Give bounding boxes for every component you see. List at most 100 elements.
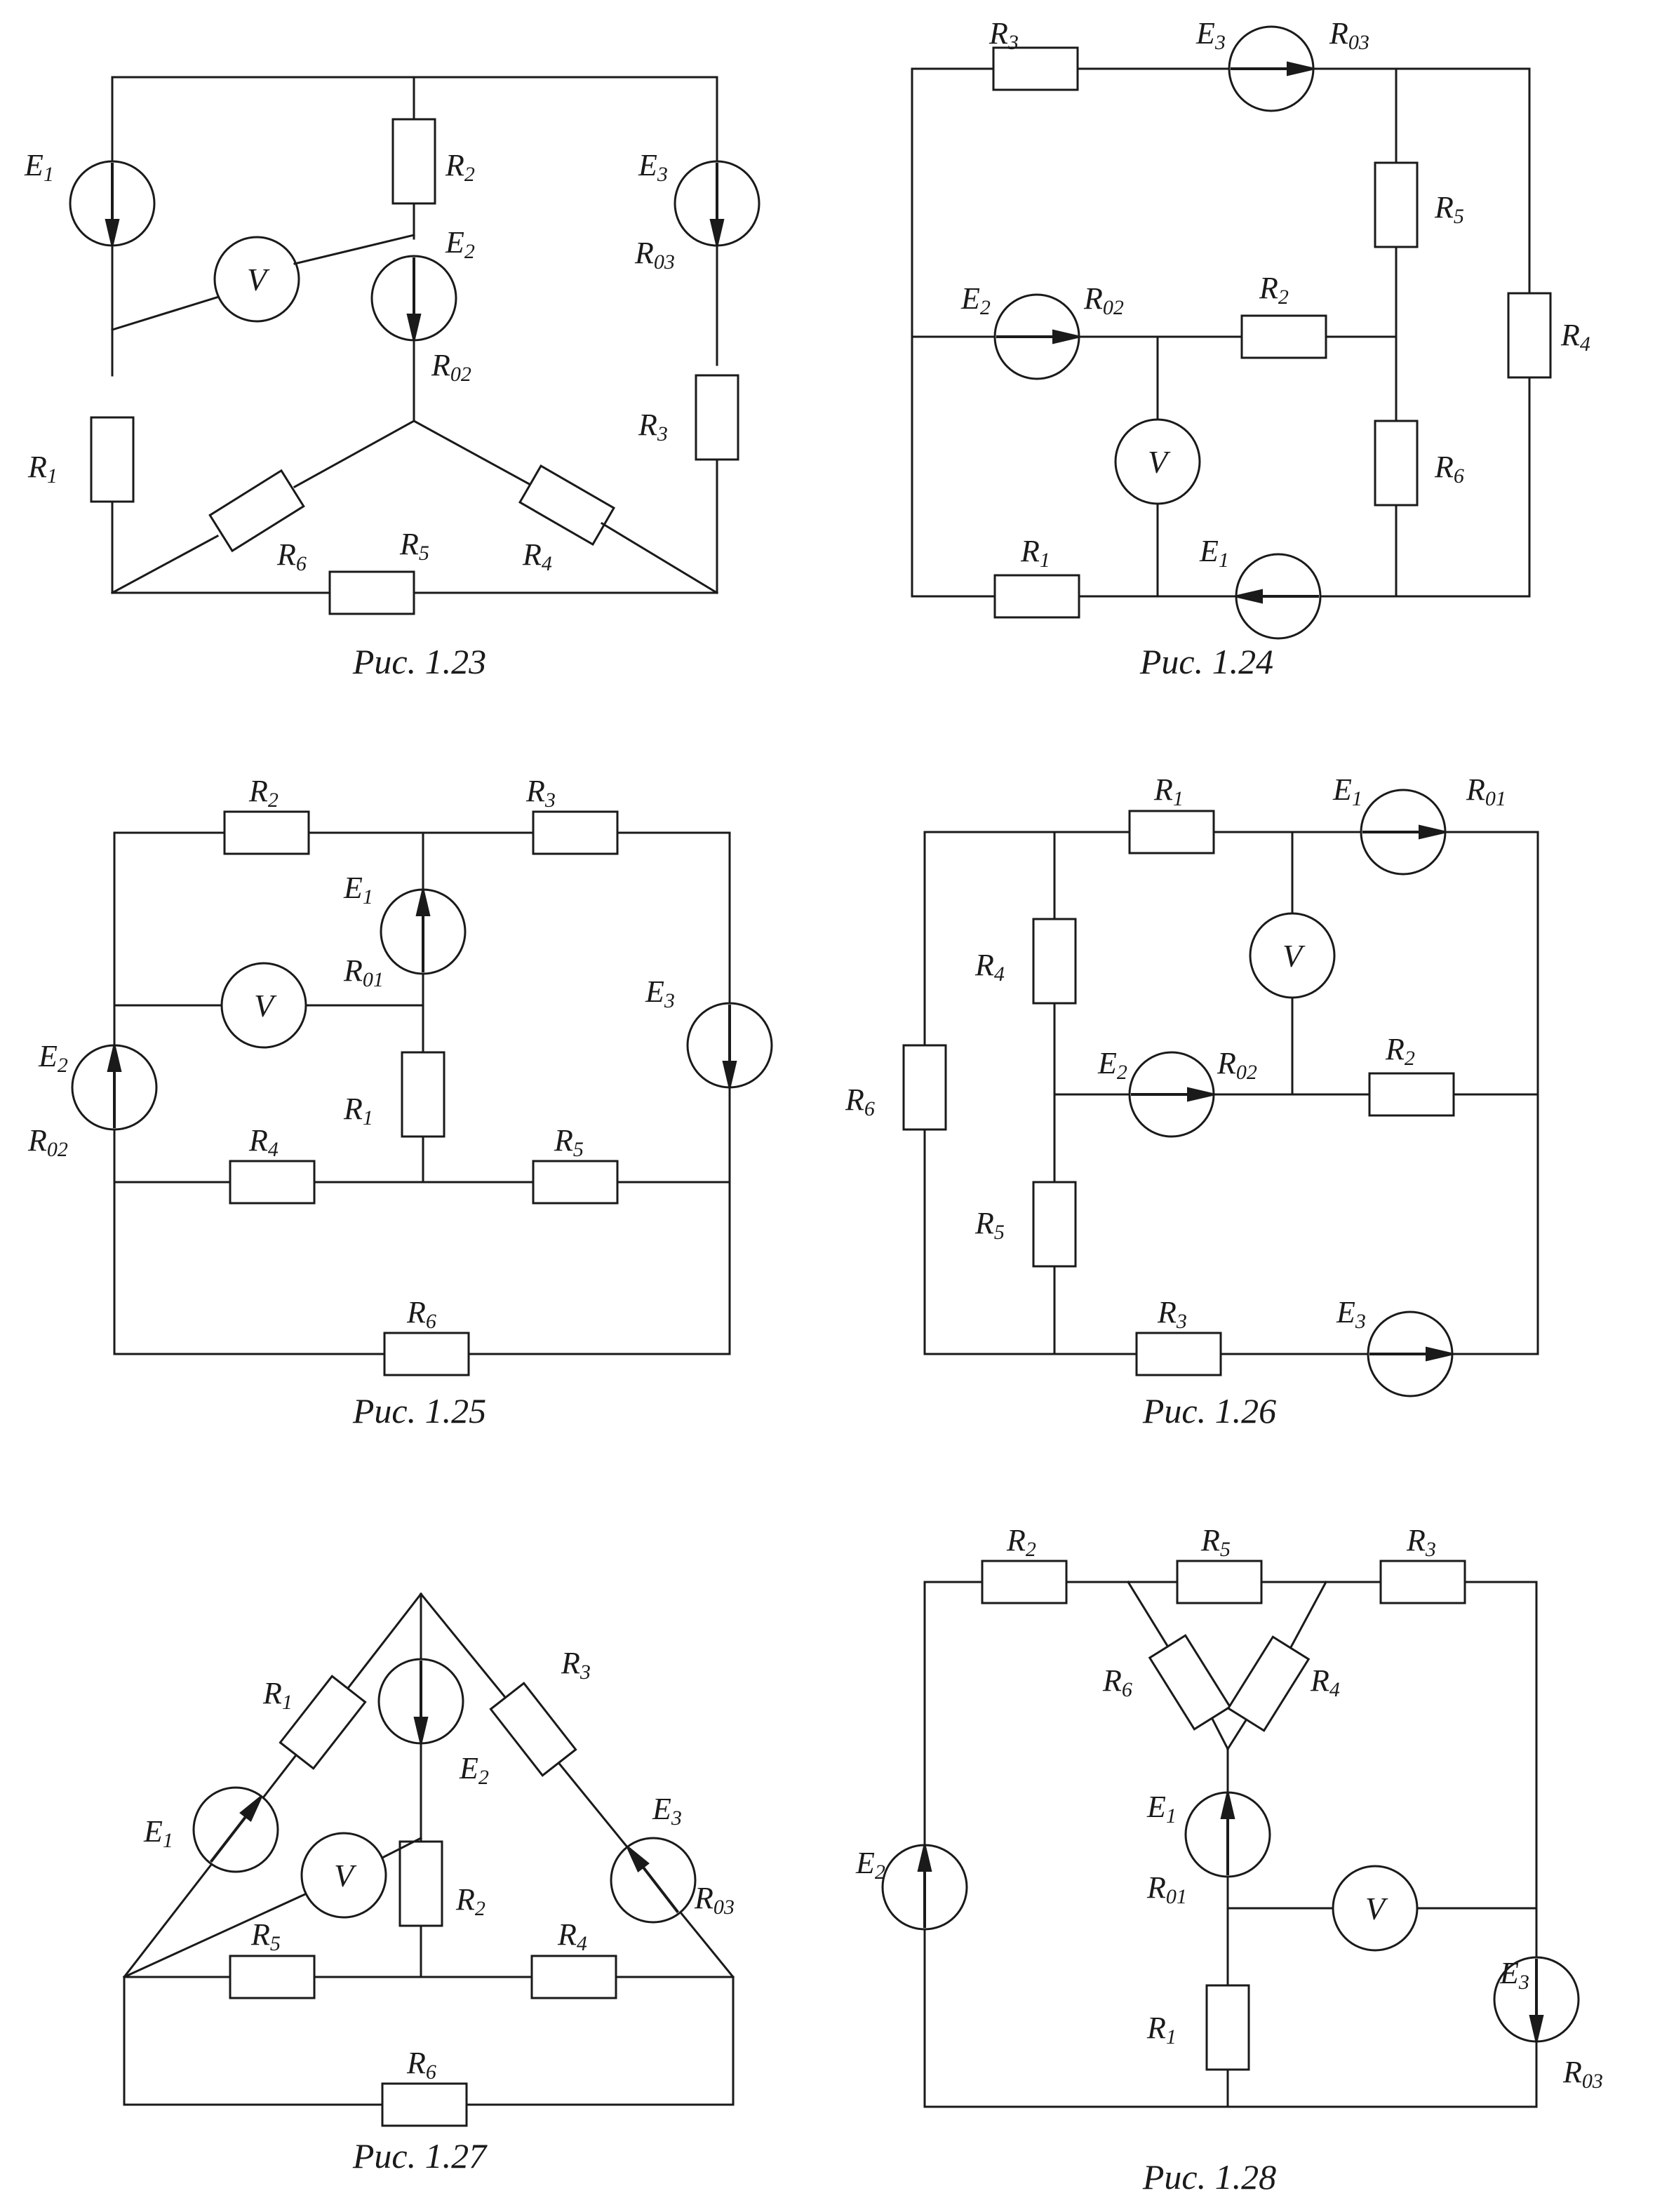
arrow-icon — [1052, 329, 1078, 344]
label-e1: E1 — [1332, 772, 1362, 810]
label-r6: R6 — [1102, 1663, 1132, 1701]
label-r4: R4 — [1560, 318, 1590, 356]
label-r3: R3 — [989, 16, 1019, 54]
wire — [1210, 1717, 1230, 1751]
r1-resistor — [1205, 1984, 1250, 2071]
e1-source — [1360, 789, 1447, 876]
label-r6: R6 — [406, 1295, 436, 1333]
label-r1: R1 — [1146, 2011, 1177, 2049]
label-e2: E2 — [38, 1039, 68, 1077]
e2-source — [370, 255, 457, 342]
label-r2: R2 — [248, 774, 279, 812]
label-r02: R02 — [431, 348, 471, 386]
wire — [122, 1592, 423, 1979]
e1-source — [1235, 553, 1322, 640]
wire — [293, 419, 416, 489]
label-r2: R2 — [1385, 1032, 1415, 1070]
label-r1: R1 — [27, 450, 58, 488]
arrow-icon — [917, 1846, 932, 1872]
label-r4: R4 — [522, 537, 552, 575]
voltmeter-label: V — [1282, 938, 1306, 974]
label-r3: R3 — [1157, 1295, 1187, 1333]
label-r03: R03 — [634, 236, 675, 274]
wire — [419, 1592, 735, 1979]
label-e2: E2 — [459, 1751, 489, 1789]
label-r5: R5 — [554, 1123, 584, 1161]
wire — [123, 1893, 307, 1978]
arrow-icon — [1187, 1087, 1213, 1102]
label-e3: E3 — [1195, 16, 1226, 54]
wire — [600, 521, 719, 595]
r4-resistor — [518, 464, 616, 547]
arrow-icon — [1287, 61, 1313, 76]
arrow-icon — [107, 1046, 122, 1072]
label-r02: R02 — [27, 1123, 68, 1161]
arrow-icon — [1419, 824, 1445, 840]
voltmeter: V — [1114, 418, 1201, 505]
label-r2: R2 — [1259, 271, 1289, 309]
r4-resistor — [1226, 1635, 1311, 1732]
r2-resistor — [1368, 1072, 1455, 1117]
r6-resistor — [381, 2082, 468, 2127]
label-r03: R03 — [1562, 2055, 1603, 2093]
wire — [412, 419, 534, 488]
caption-fig-1-26: Рис. 1.26 — [1142, 1391, 1276, 1430]
label-e1: E1 — [1146, 1790, 1177, 1828]
label-r3: R3 — [638, 408, 668, 445]
r3-resistor — [992, 46, 1079, 91]
r6-resistor — [383, 1332, 470, 1376]
r3-resistor — [1379, 1560, 1466, 1604]
r5-resistor — [1032, 1181, 1077, 1268]
voltmeter-label: V — [1148, 444, 1171, 480]
voltmeter: V — [1249, 912, 1336, 999]
r5-resistor — [229, 1955, 316, 1999]
arrow-icon — [722, 1061, 737, 1087]
e1-source — [1184, 1791, 1271, 1878]
label-r03: R03 — [694, 1881, 735, 1919]
e3-source — [1493, 1956, 1580, 2043]
r1-resistor — [1128, 810, 1215, 854]
r5-resistor — [1176, 1560, 1263, 1604]
e2-source — [377, 1658, 464, 1745]
label-r01: R01 — [343, 953, 384, 991]
arrow-icon — [1529, 2015, 1544, 2041]
label-e2: E2 — [855, 1846, 885, 1884]
r1-resistor — [993, 574, 1080, 619]
label-r6: R6 — [1434, 450, 1464, 488]
r2-resistor — [981, 1560, 1068, 1604]
voltmeter: V — [213, 236, 300, 323]
r4-resistor — [1032, 918, 1077, 1005]
r6-resistor — [902, 1044, 947, 1131]
r6-resistor — [1374, 420, 1419, 507]
e2-source — [1128, 1051, 1215, 1138]
label-r03: R03 — [1329, 16, 1369, 54]
r5-resistor — [328, 570, 415, 615]
r4-resistor — [530, 1955, 617, 1999]
r4-resistor — [229, 1160, 316, 1205]
r1-resistor — [90, 416, 135, 503]
e1-source — [69, 160, 156, 247]
label-e2: E2 — [445, 225, 475, 263]
label-r01: R01 — [1466, 772, 1506, 810]
r2-resistor — [223, 810, 310, 855]
label-r5: R5 — [399, 527, 429, 565]
e3-source — [1228, 25, 1315, 112]
r3-resistor — [489, 1682, 577, 1777]
wire — [1226, 1718, 1248, 1751]
label-e1: E1 — [1199, 534, 1229, 572]
r3-resistor — [532, 810, 619, 855]
voltmeter-label: V — [334, 1858, 357, 1893]
label-r5: R5 — [250, 1917, 281, 1955]
voltmeter-label: V — [254, 988, 277, 1024]
r2-resistor — [398, 1840, 443, 1927]
label-r3: R3 — [525, 774, 556, 812]
label-e1: E1 — [343, 871, 373, 909]
wire — [1289, 1580, 1328, 1649]
r6-resistor — [208, 469, 305, 553]
